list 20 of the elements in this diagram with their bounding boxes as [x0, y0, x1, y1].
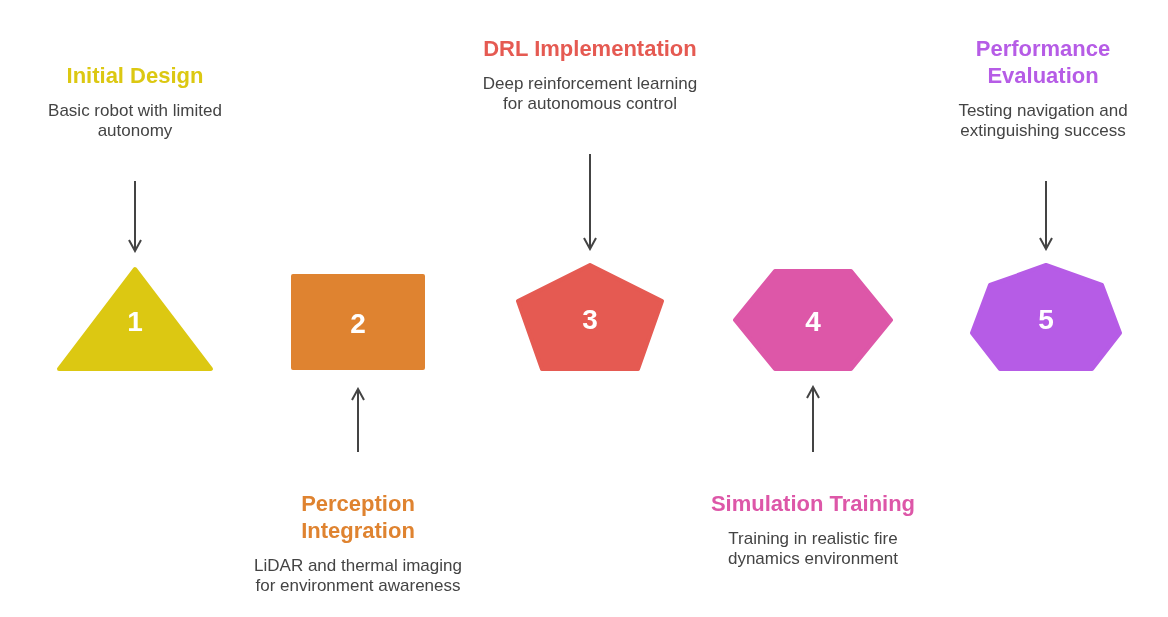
step-description: Testing navigation and extinguishing success [957, 101, 1129, 141]
step-heading: Perception Integration [300, 490, 416, 544]
step-description: LiDAR and thermal imaging for environment awareness [253, 556, 463, 596]
step-heading: Simulation Training [709, 490, 917, 517]
step-heading: DRL Implementation [482, 35, 698, 62]
arrow [1039, 180, 1053, 250]
arrow [583, 153, 597, 250]
step-number: 4 [805, 305, 821, 338]
step-heading: Initial Design [65, 62, 205, 89]
step-number: 2 [350, 307, 366, 340]
step-heading: Performance Evaluation [974, 35, 1112, 89]
step-number: 1 [127, 305, 143, 338]
arrow [128, 180, 142, 252]
arrow [806, 386, 820, 453]
step-description: Basic robot with limited autonomy [47, 101, 223, 141]
step-number: 5 [1038, 303, 1054, 336]
step-description: Deep reinforcement learning for autonomous control [481, 74, 699, 114]
step-number: 3 [582, 303, 598, 336]
step-description: Training in realistic fire dynamics environment [726, 529, 900, 569]
arrow [351, 388, 365, 453]
